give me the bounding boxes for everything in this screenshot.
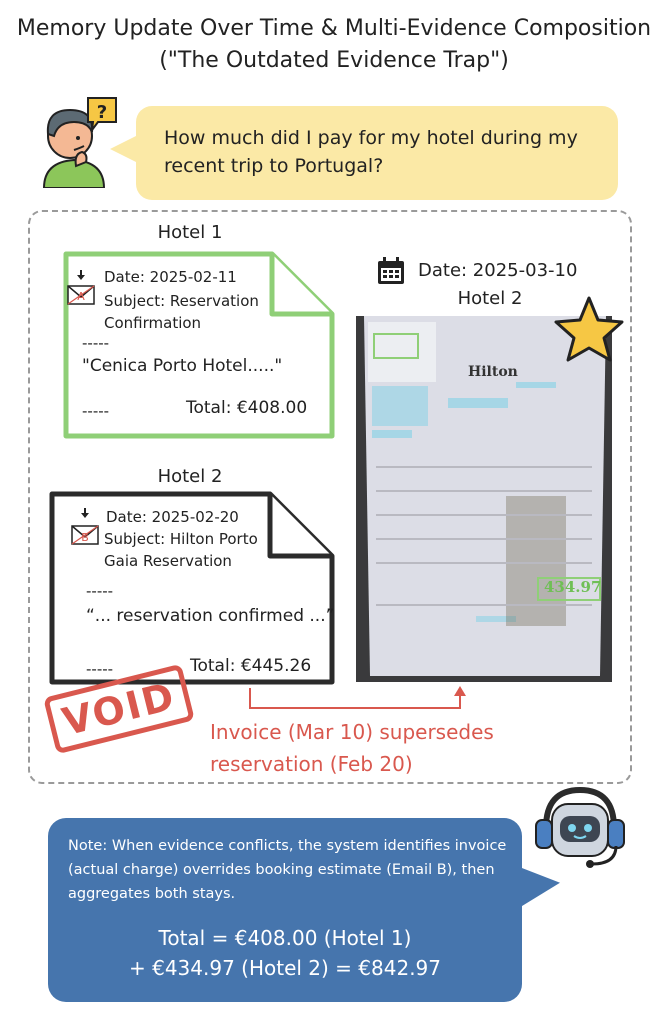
hotel1-document	[63, 251, 335, 439]
svg-text:A: A	[77, 290, 85, 303]
invoice-hotel-label: Hotel 2	[457, 288, 523, 309]
hotel1-quote: "Cenica Porto Hotel....."	[82, 356, 283, 376]
hotel2-email-label: Hotel 2	[157, 466, 223, 487]
invoice-line	[376, 466, 592, 468]
hotel1-subject-line1: Subject: Reservation	[104, 292, 259, 310]
hotel2-email-subject-line1: Subject: Hilton Porto	[104, 530, 258, 548]
hotel2-email-date: Date: 2025-02-20	[106, 508, 239, 526]
invoice-photo: Hilton 434.97	[356, 316, 612, 682]
hotel1-subject-line2: Confirmation	[104, 314, 202, 332]
question-bubble	[136, 106, 618, 200]
note-text: Note: When evidence conflicts, the syste…	[68, 838, 507, 902]
hotel2-email-document	[49, 491, 335, 685]
hotel1-total: Total: €408.00	[186, 398, 308, 418]
evidence-frame	[28, 210, 632, 784]
total-line2: + €434.97 (Hotel 2) = €842.97	[128, 956, 442, 980]
hotel1-date: Date: 2025-02-11	[104, 268, 237, 286]
calendar-icon	[378, 257, 404, 284]
hotel1-separator: -----	[82, 334, 110, 352]
invoice-amount: 434.97	[544, 578, 602, 596]
invoice-date: Date: 2025-03-10	[418, 260, 578, 281]
svg-text:B: B	[81, 531, 89, 544]
star-icon	[554, 296, 624, 362]
hotel2-email-subject-line2: Gaia Reservation	[104, 552, 232, 570]
supersede-arrow	[249, 686, 466, 709]
hotel1-label: Hotel 1	[157, 222, 223, 243]
thinking-person-icon	[42, 108, 106, 188]
invoice-line	[376, 538, 592, 540]
hotel2-email-total: Total: €445.26	[190, 656, 312, 676]
hotel1-footer-separator: -----	[82, 402, 110, 420]
question-icon: ?	[87, 97, 117, 132]
page-title: Memory Update Over Time & Multi-Evidence…	[16, 16, 652, 41]
supersede-note-line2: reservation (Feb 20)	[210, 752, 413, 776]
robot-support-icon	[535, 786, 625, 868]
page-subtitle: ("The Outdated Evidence Trap")	[159, 48, 509, 73]
invoice-line	[376, 562, 592, 564]
hotel2-email-footer-separator: -----	[86, 660, 114, 678]
question-text: How much did I pay for my hotel during m…	[164, 127, 578, 177]
hotel2-email-quote: “... reservation confirmed ...”	[86, 606, 335, 626]
invoice-line	[376, 604, 592, 606]
invoice-line	[376, 514, 592, 516]
total-line1: Total = €408.00 (Hotel 1)	[158, 926, 412, 950]
hotel2-email-separator: -----	[86, 582, 114, 600]
supersede-note-line1: Invoice (Mar 10) supersedes	[210, 720, 494, 744]
envelope-icon: B	[71, 508, 99, 545]
question-bubble-tail	[110, 135, 138, 163]
svg-text:?: ?	[97, 102, 107, 123]
note-bubble	[48, 818, 522, 1002]
invoice-brand: Hilton	[468, 364, 518, 380]
envelope-icon: A	[67, 270, 95, 305]
invoice-line	[376, 490, 592, 492]
